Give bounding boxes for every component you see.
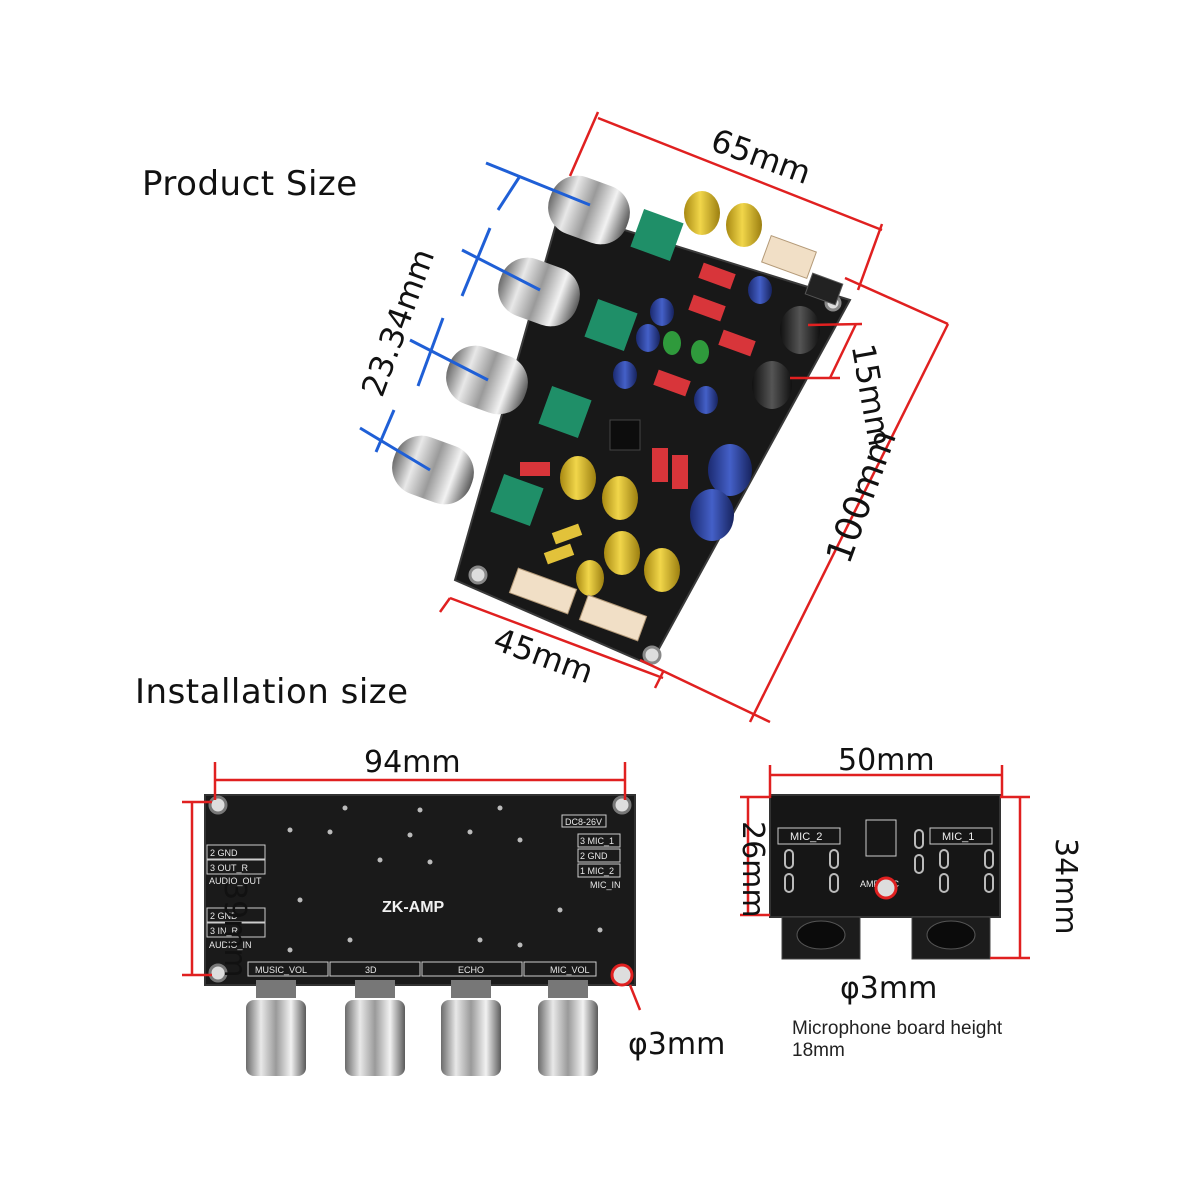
- knob-pitch-lines: [359, 161, 591, 472]
- capacitor-blue: [748, 276, 772, 304]
- resistor: [652, 448, 668, 482]
- dim-50mm: 50mm: [838, 743, 935, 778]
- capacitor-green: [663, 331, 681, 355]
- main-board-dimensions: [182, 762, 642, 1011]
- mic1-label: MIC_1: [942, 831, 974, 843]
- mic-board-height-note: Microphone board height 18mm: [792, 1018, 1003, 1061]
- mount-hole-highlighted: [610, 963, 634, 987]
- capacitor-blue: [636, 324, 660, 352]
- silk-gnd-mic: 2 GND: [580, 851, 608, 861]
- board-name: ZK-AMP: [382, 899, 445, 916]
- connector-power: [761, 234, 817, 280]
- knob-3d: [345, 980, 405, 1076]
- capacitor-gold: [644, 548, 680, 592]
- resistor: [520, 462, 550, 476]
- product-board: [392, 175, 852, 667]
- mic-mount-hole: [874, 876, 898, 900]
- resistor: [653, 369, 691, 397]
- dim-94mm: 94mm: [364, 745, 461, 780]
- silk-mic1: 3 MIC_1: [580, 836, 614, 846]
- mic-board-dimensions: [740, 765, 1030, 960]
- silk-audio-out: AUDIO_OUT: [209, 876, 262, 886]
- capacitor-gold: [576, 560, 604, 596]
- knob-3: [446, 345, 592, 438]
- installation-size-heading: Installation size: [135, 672, 409, 712]
- silk-audio-in: AUDIO_IN: [209, 940, 252, 950]
- connector-audio-in: [508, 567, 578, 615]
- hole-mic: φ3mm: [840, 971, 937, 1006]
- silk-dc: DC8-26V: [565, 817, 602, 827]
- product-size-heading: Product Size: [142, 164, 358, 204]
- resistor: [718, 329, 756, 357]
- mount-hole: [468, 565, 488, 585]
- silk-in-r: 3 IN_R: [210, 926, 239, 936]
- dim-34mm: 34mm: [1048, 838, 1083, 935]
- knob-music-vol: [246, 980, 306, 1076]
- capacitor-green: [691, 340, 709, 364]
- silk-out-r: 3 OUT_R: [210, 863, 249, 873]
- capacitor-blue: [650, 298, 674, 326]
- capacitor-gold: [560, 456, 596, 500]
- mic-pads: [784, 829, 994, 893]
- hole-main: φ3mm: [628, 1027, 725, 1062]
- silk-3d: 3D: [365, 965, 377, 975]
- solder-pads: [287, 805, 603, 953]
- capacitor-gold: [602, 476, 638, 520]
- capacitor-blue: [690, 489, 734, 541]
- capacitor-blue: [694, 386, 718, 414]
- capacitor-blue: [708, 444, 752, 496]
- silk-mic2: 1 MIC_2: [580, 866, 614, 876]
- dim-26mm: 26mm: [735, 821, 770, 918]
- dim-15mm: 15mm: [844, 341, 899, 449]
- mount-hole: [612, 795, 632, 815]
- mount-hole: [208, 795, 228, 815]
- knob-echo: [441, 980, 501, 1076]
- resistor-yellow: [551, 523, 583, 545]
- silk-echo: ECHO: [458, 965, 484, 975]
- knob-4: [392, 435, 544, 526]
- mount-hole: [208, 963, 228, 983]
- resistor: [672, 455, 688, 489]
- resistor: [688, 294, 726, 322]
- capacitor-dark: [780, 306, 820, 354]
- knob-2: [498, 257, 638, 351]
- mic-board: MIC_2 MIC_1 AMP-MIC: [769, 794, 1001, 960]
- dim-23-34mm: 23.34mm: [354, 244, 442, 402]
- capacitor-gold: [684, 191, 720, 235]
- ic-chip: [609, 419, 641, 451]
- dim-39mm: 39mm: [217, 881, 252, 978]
- capacitor-gold: [726, 203, 762, 247]
- terminal-block: [804, 272, 844, 306]
- mount-hole: [642, 645, 662, 665]
- resistor-yellow: [543, 543, 575, 565]
- silk-gnd-in: 2 GND: [210, 911, 238, 921]
- silk-gnd-out: 2 GND: [210, 848, 238, 858]
- main-board: 2 GND 3 OUT_R AUDIO_OUT 2 GND 3 IN_R AUD…: [204, 794, 636, 1076]
- knob-mic-vol: [538, 980, 598, 1076]
- resistor: [698, 262, 736, 290]
- silk-mic-vol: MIC_VOL: [550, 965, 590, 975]
- capacitor-blue: [613, 361, 637, 389]
- silk-mic-in: MIC_IN: [590, 880, 621, 890]
- knob-1: [548, 175, 684, 261]
- product-dimension-lines: [438, 111, 950, 724]
- capacitor-gold: [604, 531, 640, 575]
- capacitor-dark: [752, 361, 792, 409]
- connector-audio-out: [578, 594, 648, 642]
- silk-music-vol: MUSIC_VOL: [255, 965, 307, 975]
- mic2-label: MIC_2: [790, 831, 822, 843]
